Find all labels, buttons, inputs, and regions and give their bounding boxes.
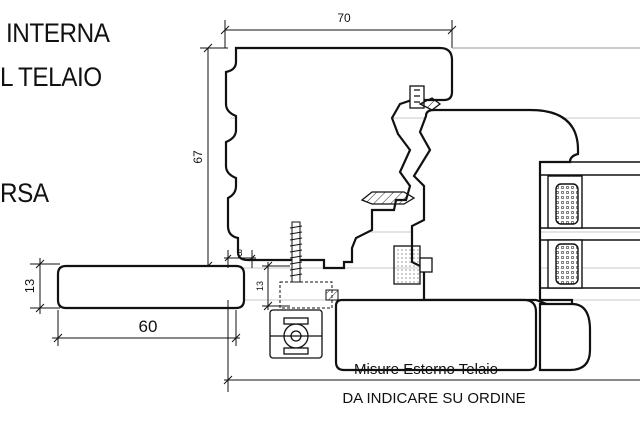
order-note-caption: DA INDICARE SU ORDINE	[342, 390, 525, 407]
outer-measure-caption: Misure Esterno Telaio	[354, 361, 498, 378]
dimension-70	[220, 20, 640, 49]
bottom-rail	[334, 298, 538, 372]
dimension-outer	[223, 300, 640, 392]
screw	[289, 221, 303, 283]
glass-spacer-bottom	[547, 239, 583, 289]
clip-outline	[279, 281, 333, 309]
small-seal	[325, 289, 339, 301]
sill-profile	[56, 264, 246, 310]
dim-67-label: 67	[191, 150, 205, 164]
frame-profile	[224, 46, 454, 270]
sash-profile	[410, 108, 580, 308]
side-label-interna: INTERNA	[6, 18, 110, 48]
dim-70-label: 70	[337, 11, 351, 25]
dimension-13-hinge	[262, 261, 290, 311]
dimension-60	[52, 310, 241, 346]
middle-seal	[360, 191, 416, 205]
hinge-block	[393, 245, 433, 285]
glass-spacer-top	[547, 175, 583, 229]
side-label-telaio: L TELAIO	[0, 62, 102, 92]
top-gasket	[409, 85, 442, 111]
dim-13-sill-label: 13	[22, 279, 37, 293]
dimension-13-sill	[30, 258, 60, 314]
bottom-hardware	[269, 309, 323, 359]
bottom-rail-right	[538, 302, 592, 372]
dim-60-label: 60	[139, 317, 158, 336]
dim-13-hinge-label: 13	[255, 281, 265, 291]
dim-8-label: 8	[237, 248, 242, 258]
dimension-8	[224, 250, 256, 268]
side-label-rsa: RSA	[0, 178, 49, 208]
